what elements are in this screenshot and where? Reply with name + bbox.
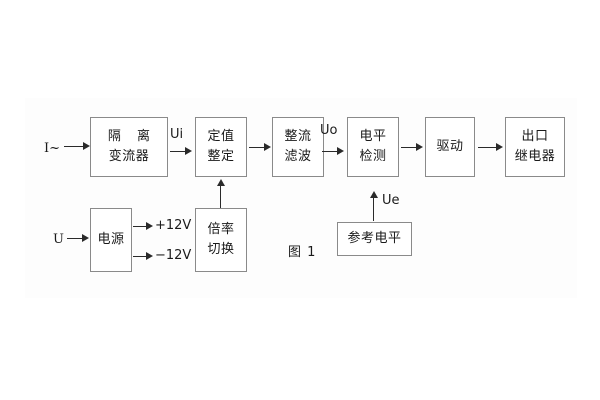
block-line: 电平 [359,128,387,144]
block-power-supply[interactable]: 电源 [90,208,132,272]
current-input-line [64,146,84,147]
ue-arrowhead [370,191,378,198]
block-line: 继电器 [514,149,556,164]
supply-positive-label: +12V [155,218,192,233]
block-drive[interactable]: 驱动 [425,117,475,177]
uo-line [322,151,338,152]
voltage-input-arrowhead [82,234,89,242]
drive-to-relay-line [478,147,496,148]
setting-to-rectify-line [249,147,265,148]
supply-negative-label: −12V [155,248,192,263]
ui-line [170,151,186,152]
level-to-drive-arrowhead [416,143,423,151]
block-setting-value[interactable]: 定值 整定 [195,117,247,177]
block-line: 倍率 [207,221,235,237]
block-line: 定值 [207,128,235,144]
block-line: 变流器 [108,149,150,164]
block-output-relay[interactable]: 出口 继电器 [505,117,565,177]
setting-to-rectify-arrowhead [264,143,271,151]
level-to-drive-line [401,147,417,148]
block-line: 切换 [207,242,235,257]
figure-caption: 图 1 [288,245,317,260]
block-rectify-filter[interactable]: 整流 滤波 [272,117,324,177]
multiplier-to-setting-arrowhead [217,179,225,186]
block-line: 整定 [207,149,235,164]
block-line: 整流 [284,128,312,144]
block-line: 出口 [521,128,549,144]
uo-arrowhead [337,147,344,155]
block-line: 滤波 [284,149,312,164]
ui-arrowhead [185,147,192,155]
block-isolation-transformer[interactable]: 隔 离 变流器 [90,117,168,177]
voltage-input-label: U [53,232,64,247]
current-input-label: I~ [44,141,61,156]
block-line: 检测 [359,149,387,164]
ui-label: Ui [170,127,184,142]
drive-to-relay-arrowhead [496,143,503,151]
supply-positive-line [133,226,147,227]
supply-negative-line [133,256,147,257]
block-multiplier-switch[interactable]: 倍率 切换 [195,208,247,272]
block-line: 隔 离 [107,128,157,144]
supply-negative-arrowhead [146,252,153,260]
block-line: 驱动 [436,138,464,154]
voltage-input-line [67,238,83,239]
multiplier-to-setting-line [220,186,221,208]
block-line: 电源 [97,231,125,247]
ue-label: Ue [382,193,400,208]
block-level-detect[interactable]: 电平 检测 [347,117,399,177]
current-input-arrowhead [83,142,90,150]
ue-line [373,197,374,221]
block-line: 参考电平 [347,230,402,246]
block-reference-level[interactable]: 参考电平 [337,222,412,256]
supply-positive-arrowhead [146,222,153,230]
uo-label: Uo [320,123,338,138]
